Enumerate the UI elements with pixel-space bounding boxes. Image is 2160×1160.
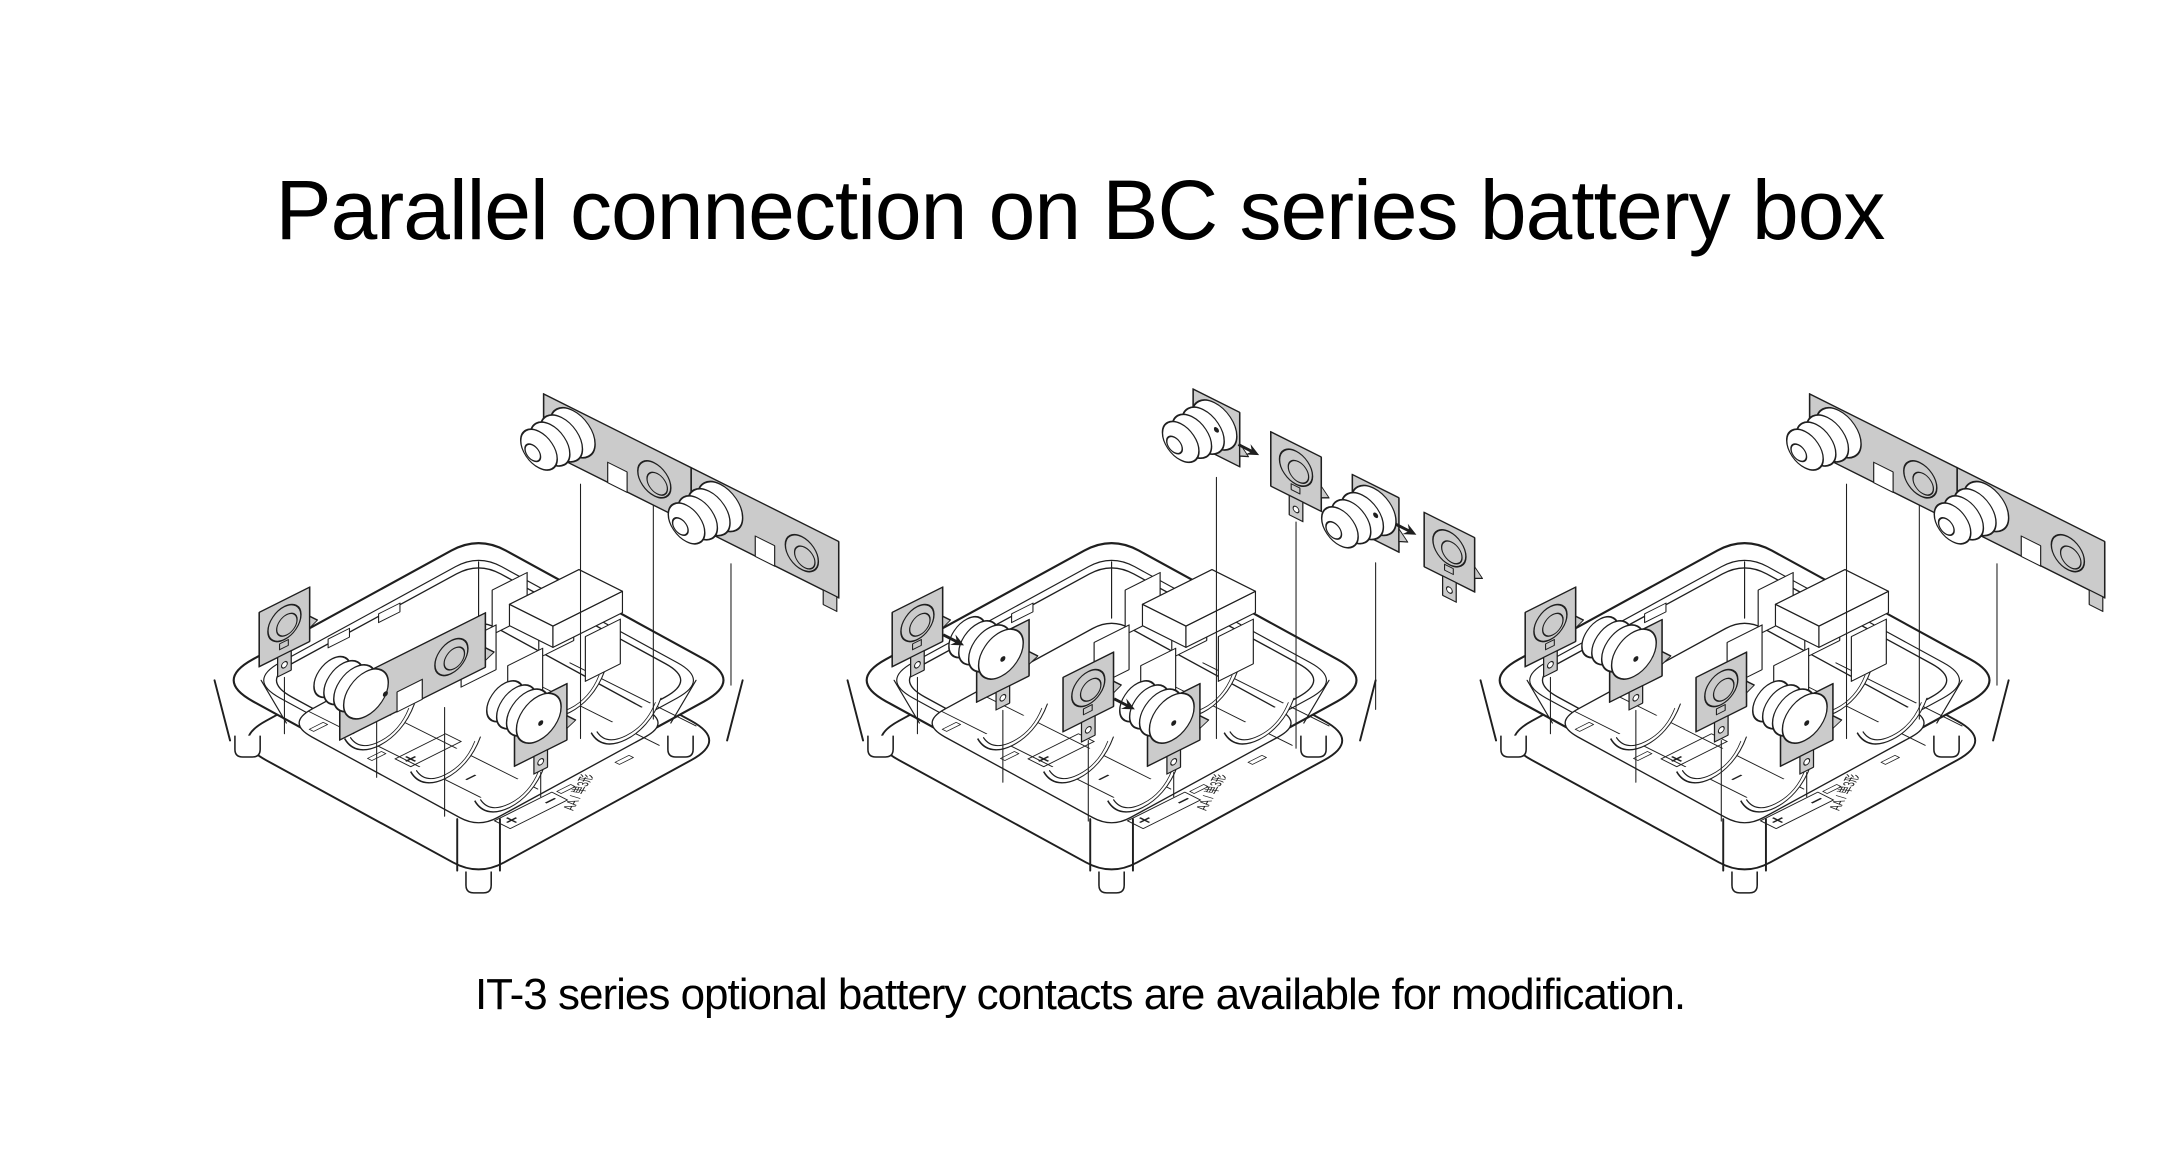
negative-contact-plate xyxy=(1524,586,1585,678)
battery-cradle xyxy=(1107,765,1179,813)
assembly-arrow xyxy=(1113,697,1135,710)
polarity-plus-mark xyxy=(1671,756,1683,762)
rim-notch xyxy=(1189,784,1209,794)
spring-contact-plate xyxy=(1161,388,1250,468)
battery-slot-label xyxy=(394,733,462,768)
rim-notch xyxy=(1880,755,1900,765)
negative-contact-plate xyxy=(1423,511,1484,603)
joined-contact-strip xyxy=(667,466,840,613)
rim-notch xyxy=(1574,722,1595,732)
battery-cradle xyxy=(1043,736,1115,784)
spring-contact-plate xyxy=(1320,473,1409,554)
leader-lines xyxy=(1549,483,1998,822)
rim-notch xyxy=(366,751,387,761)
polarity-plus-mark xyxy=(1138,817,1151,823)
battery-cradle xyxy=(977,703,1049,751)
polarity-plus-mark xyxy=(1038,756,1050,762)
polarity-minus-mark xyxy=(1731,774,1743,781)
rim-notch xyxy=(556,784,576,794)
battery-cradle xyxy=(1610,703,1682,751)
wall-tab xyxy=(1011,602,1034,624)
battery-slot-label xyxy=(1126,791,1202,829)
polarity-plus-mark xyxy=(405,756,417,762)
battery-cradle xyxy=(344,703,416,751)
spring-contact-plate xyxy=(948,615,1039,711)
negative-contact-plate xyxy=(258,586,319,678)
assembly-arrow xyxy=(1394,522,1417,535)
wall-tab xyxy=(327,627,351,649)
battery-cradle xyxy=(1223,697,1295,745)
battery-box-diagram-joined: AA / 単3形 xyxy=(148,292,848,923)
battery-slot-label xyxy=(1759,791,1835,829)
rim-notch xyxy=(1822,784,1842,794)
negative-contact-plate xyxy=(1270,430,1330,523)
battery-box-drawing-joined: AA / 単3形 xyxy=(213,393,840,894)
spring-contact-plate xyxy=(1119,680,1210,775)
page-title: Parallel connection on BC series battery… xyxy=(275,163,1886,257)
polarity-plus-mark xyxy=(505,817,518,823)
battery-box-drawing-separate-arrows: AA / 単3形 xyxy=(846,388,1484,894)
spring-contact-plate xyxy=(486,680,577,775)
battery-cradle xyxy=(410,736,482,784)
leader-lines xyxy=(916,476,1377,822)
page-caption: IT-3 series optional battery contacts ar… xyxy=(474,970,1686,1019)
rim-notch xyxy=(308,722,329,732)
battery-box-diagram-separate-arrows: AA / 単3形 xyxy=(781,292,1484,923)
polarity-minus-mark xyxy=(1810,797,1823,804)
battery-box-diagram-separate: AA / 単3形 xyxy=(1414,292,2114,923)
negative-contact-plate xyxy=(891,586,952,678)
assembly-arrow xyxy=(942,633,965,646)
polarity-minus-mark xyxy=(544,797,557,804)
joined-contact-strip xyxy=(519,393,692,539)
negative-contact-plate xyxy=(1695,651,1755,743)
battery-cradle xyxy=(1676,736,1748,784)
partition-panel xyxy=(1217,618,1254,682)
polarity-plus-mark xyxy=(1771,817,1784,823)
rim-notch xyxy=(941,722,962,732)
polarity-minus-mark xyxy=(1177,797,1190,804)
partition-panel xyxy=(1850,618,1887,682)
battery-box-drawing-separate: AA / 単3形 xyxy=(1479,393,2106,894)
spring-contact-plate xyxy=(1581,615,1672,711)
negative-contact-plate xyxy=(1062,651,1122,743)
rim-notch xyxy=(614,755,634,765)
rim-notch xyxy=(1247,755,1267,765)
polarity-minus-mark xyxy=(1098,774,1110,781)
battery-cradle xyxy=(474,765,546,813)
wall-tab xyxy=(1644,602,1667,624)
joined-contact-strip xyxy=(1785,393,1958,539)
polarity-minus-mark xyxy=(465,774,477,781)
battery-cradle xyxy=(1740,765,1812,813)
partition-panel xyxy=(584,618,621,682)
battery-box-tray: AA / 単3形 xyxy=(213,542,744,894)
joined-contact-strip xyxy=(1933,466,2106,613)
spring-contact-plate xyxy=(1752,680,1843,775)
diagram-row: AA / 単3形 AA / 単3形 AA / 単3形 xyxy=(0,292,2160,923)
joined-double-contact xyxy=(313,611,495,741)
wall-tab xyxy=(378,602,401,624)
assembly-arrow xyxy=(1237,443,1260,456)
battery-slot-label xyxy=(493,791,569,829)
leader-lines xyxy=(283,483,732,817)
